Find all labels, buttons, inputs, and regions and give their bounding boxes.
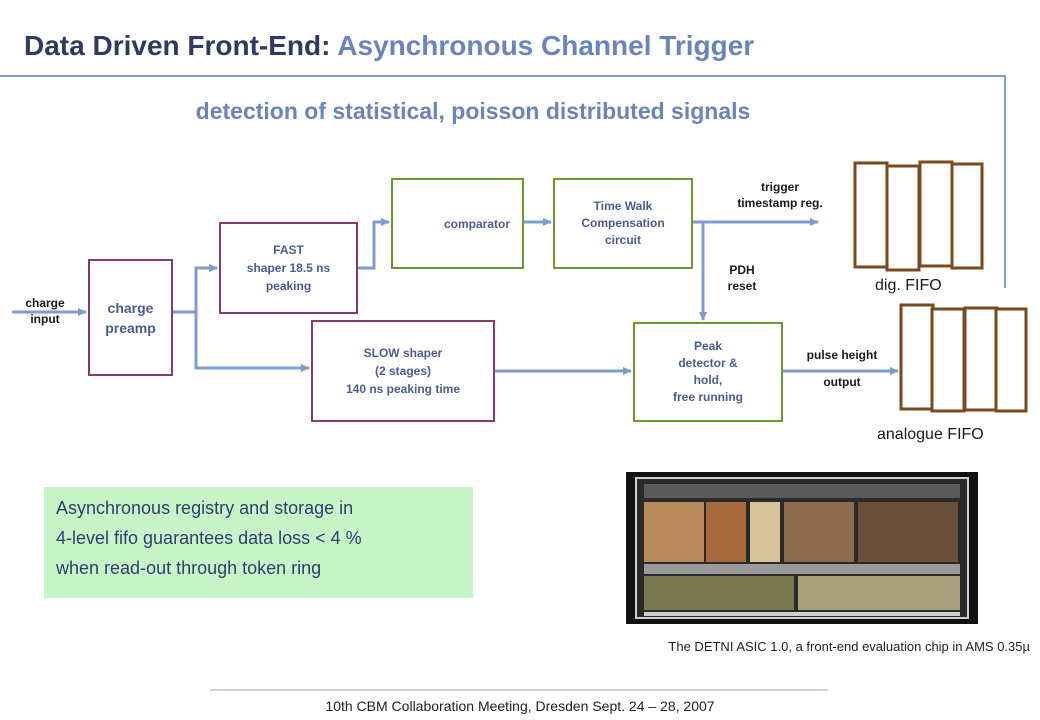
- peak-detector-line4: free running: [672, 390, 743, 404]
- fast-shaper-line3: peaking: [265, 279, 312, 293]
- peak-detector-line3: hold,: [693, 373, 723, 387]
- note-line1: Asynchronous registry and storage in: [56, 498, 354, 518]
- trigger-label: trigger timestamp reg.: [705, 179, 855, 211]
- charge-preamp-block: charge preamp: [88, 259, 173, 376]
- peak-detector-line2: detector &: [678, 356, 738, 370]
- analogue-fifo-label: analogue FIFO: [877, 426, 984, 443]
- pdh-reset-label: PDH reset: [712, 262, 772, 294]
- asic-chip-photo: [626, 472, 978, 624]
- pdh-reset-line1: PDH: [729, 263, 755, 277]
- time-walk-line3: circuit: [604, 233, 641, 247]
- time-walk-line2: Compensation: [581, 216, 665, 230]
- fast-shaper-line1: FAST: [273, 243, 304, 257]
- slow-shaper-line2: (2 stages): [374, 364, 431, 378]
- pulse-height-label: pulse height: [806, 348, 878, 362]
- chip-caption: The DETNI ASIC 1.0, a front-end evaluati…: [668, 639, 1030, 654]
- subtitle: detection of statistical, poisson distri…: [195, 98, 751, 124]
- charge-input-line1: charge: [25, 296, 65, 310]
- page-title: Data Driven Front-End: Asynchronous Chan…: [24, 30, 754, 62]
- pdh-reset-line2: reset: [727, 279, 757, 293]
- comparator-block: comparator: [391, 178, 524, 269]
- output-label: output: [823, 375, 861, 389]
- comparator-label: comparator: [443, 216, 510, 231]
- arrow-to-fast: [194, 264, 218, 312]
- trigger-line2: timestamp reg.: [737, 196, 823, 210]
- time-walk-line1: Time Walk: [593, 199, 653, 213]
- slow-shaper-line3: 140 ns peaking time: [345, 382, 461, 396]
- title-part2: Asynchronous Channel Trigger: [337, 30, 755, 61]
- charge-input-line2: input: [30, 312, 60, 326]
- note-box: Asynchronous registry and storage in 4-l…: [44, 487, 473, 598]
- dig-fifo-label: dig. FIFO: [875, 277, 942, 294]
- slow-shaper-line1: SLOW shaper: [363, 346, 443, 360]
- charge-preamp-line1: charge: [107, 299, 154, 316]
- charge-preamp-line2: preamp: [105, 319, 156, 336]
- fast-shaper-line2: shaper 18.5 ns: [246, 261, 331, 275]
- arrow-to-comparator: [358, 218, 390, 270]
- slow-shaper-block: SLOW shaper (2 stages) 140 ns peaking ti…: [311, 320, 495, 422]
- fast-shaper-block: FAST shaper 18.5 ns peaking: [219, 222, 358, 314]
- analogue-fifo-icon: [899, 303, 1028, 413]
- charge-input-label: charge input: [12, 295, 78, 327]
- note-line3: when read-out through token ring: [56, 558, 322, 578]
- footer-text: 10th CBM Collaboration Meeting, Dresden …: [325, 698, 715, 714]
- time-walk-block: Time Walk Compensation circuit: [553, 178, 693, 269]
- trigger-line1: trigger: [760, 180, 799, 194]
- peak-detector-block: Peak detector & hold, free running: [633, 322, 783, 422]
- arrow-to-slow: [194, 312, 310, 372]
- dig-fifo-icon: [853, 160, 984, 272]
- peak-detector-line1: Peak: [693, 339, 722, 353]
- title-part1: Data Driven Front-End:: [24, 30, 331, 61]
- title-rule: [0, 75, 1006, 288]
- note-line2: 4-level fifo guarantees data loss < 4 %: [56, 528, 362, 548]
